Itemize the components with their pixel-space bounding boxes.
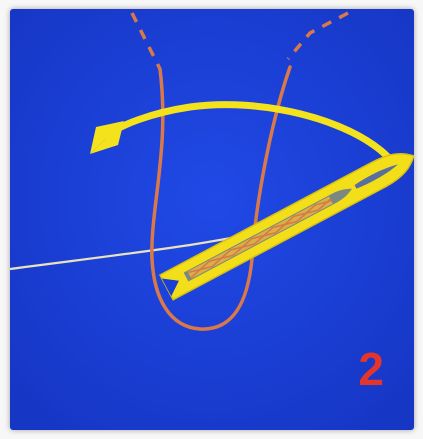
photo-canvas	[10, 9, 414, 430]
step-number-label: 2	[358, 346, 384, 392]
netting-step-photo: 2	[10, 9, 414, 430]
blue-fabric-background	[10, 9, 414, 430]
